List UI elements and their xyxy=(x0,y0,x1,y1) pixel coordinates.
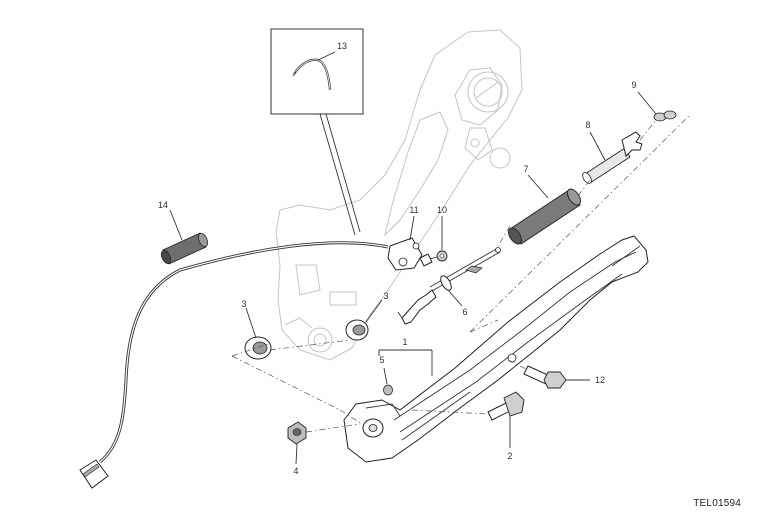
callout-14: 14 xyxy=(158,200,168,210)
part-14-rubber-sleeve xyxy=(160,232,209,265)
part-8-spring xyxy=(582,131,643,184)
drawing-code: TEL01594 xyxy=(693,498,741,509)
callout-5: 5 xyxy=(379,355,384,365)
part-3-bushing-left xyxy=(244,336,272,360)
callout-10: 10 xyxy=(437,205,447,215)
part-4-nut xyxy=(287,421,307,445)
part-5-rubber-plug xyxy=(383,384,393,396)
callout-labels: 1 2 3 3 4 5 6 7 8 9 10 11 12 13 14 xyxy=(158,41,637,476)
part-10-screw xyxy=(436,250,448,262)
part-6-spring-rod xyxy=(397,247,501,325)
inset-box xyxy=(270,28,364,236)
frame-bracket-ghost xyxy=(275,29,523,361)
callout-13: 13 xyxy=(337,41,347,51)
callout-9: 9 xyxy=(631,80,636,90)
callout-8: 8 xyxy=(585,120,590,130)
callout-2: 2 xyxy=(507,451,512,461)
part-3-bushing-right xyxy=(345,319,369,341)
callout-3-right: 3 xyxy=(383,291,388,301)
part-2-pivot-bolt xyxy=(487,391,525,421)
part-13-spring-clip xyxy=(292,58,332,91)
part-9-nut xyxy=(653,110,677,122)
callout-6: 6 xyxy=(462,307,467,317)
callout-1: 1 xyxy=(402,337,407,347)
callout-7: 7 xyxy=(523,164,528,174)
part-11-sidestand-switch xyxy=(387,237,438,271)
switch-cable xyxy=(79,241,389,489)
callout-3-left: 3 xyxy=(241,299,246,309)
part-1-side-stand xyxy=(343,235,649,463)
leader-lines xyxy=(169,51,657,465)
callout-12: 12 xyxy=(595,375,605,385)
callout-4: 4 xyxy=(293,466,298,476)
callout-11: 11 xyxy=(409,205,418,215)
part-7-spring-cover xyxy=(508,188,581,245)
assembly-axes xyxy=(231,114,691,433)
part-12-bolt xyxy=(523,365,567,389)
